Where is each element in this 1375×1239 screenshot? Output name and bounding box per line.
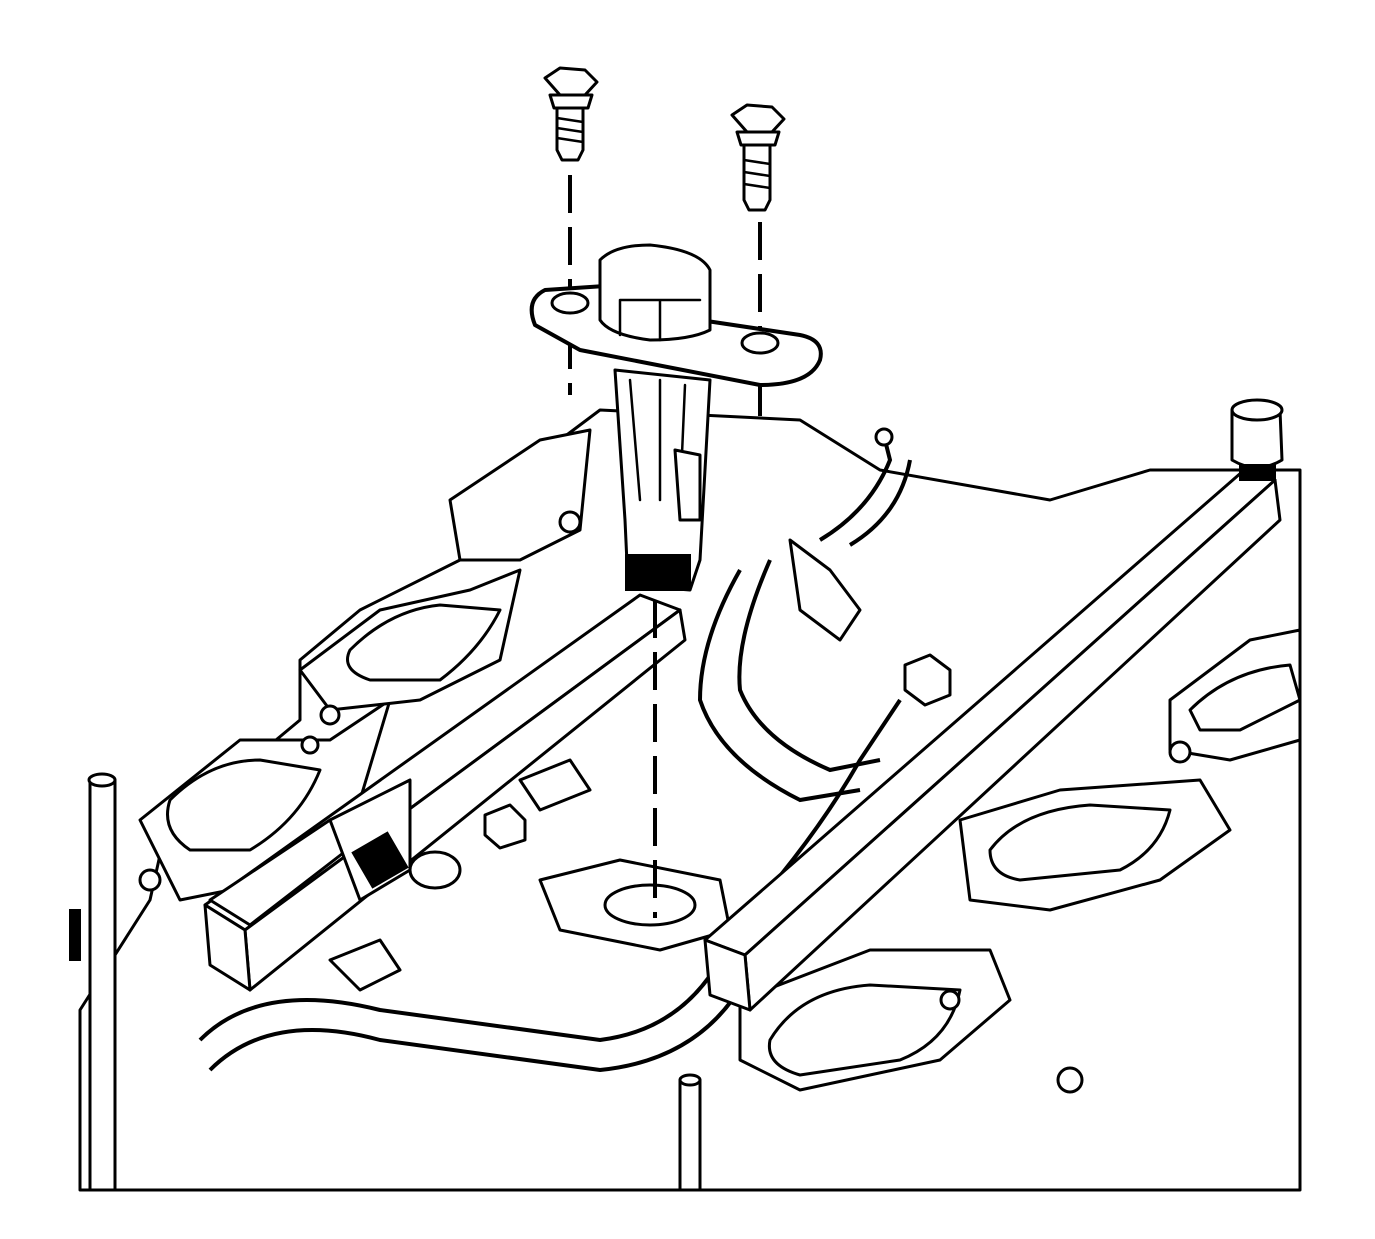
sensor bbox=[529, 243, 823, 592]
wiring-harness bbox=[198, 427, 912, 1073]
bolt-left bbox=[543, 66, 599, 162]
alignment-lines bbox=[568, 175, 762, 918]
fuel-rail-right bbox=[703, 398, 1284, 1012]
fuel-rail-left bbox=[203, 593, 687, 992]
bolt-right bbox=[730, 103, 786, 212]
intake-manifold bbox=[69, 408, 1302, 1192]
